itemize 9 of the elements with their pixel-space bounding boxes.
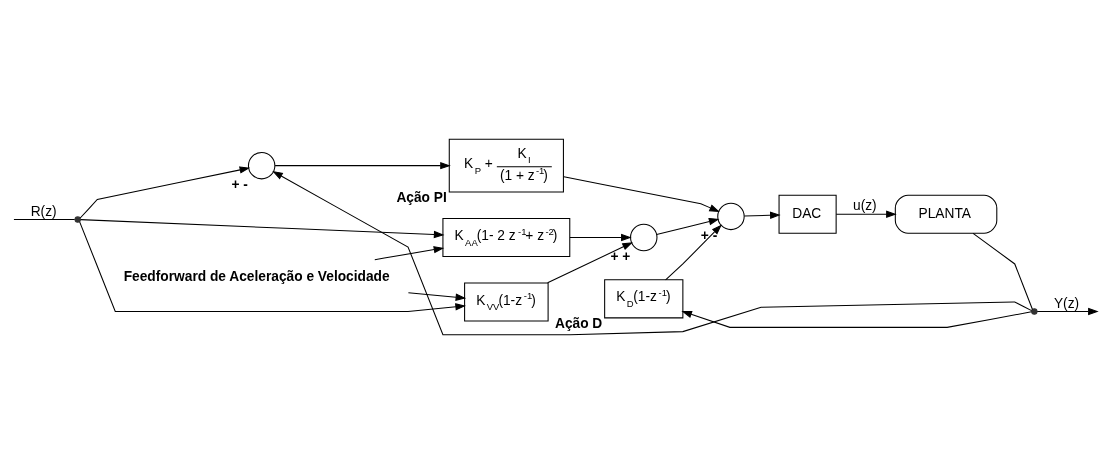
node-label: + - xyxy=(231,176,248,192)
node-label: Ação D xyxy=(554,315,603,331)
node-label: + + xyxy=(610,248,631,264)
node-label: + - xyxy=(700,227,718,243)
node-text: Feedforward de Aceleração e Velocidade xyxy=(123,269,390,285)
edge-label: u(z) xyxy=(853,198,877,214)
edge-label: R(z) xyxy=(30,203,57,219)
node-label: Ação PI xyxy=(396,190,447,206)
edge-label: Y(z) xyxy=(1053,295,1080,311)
